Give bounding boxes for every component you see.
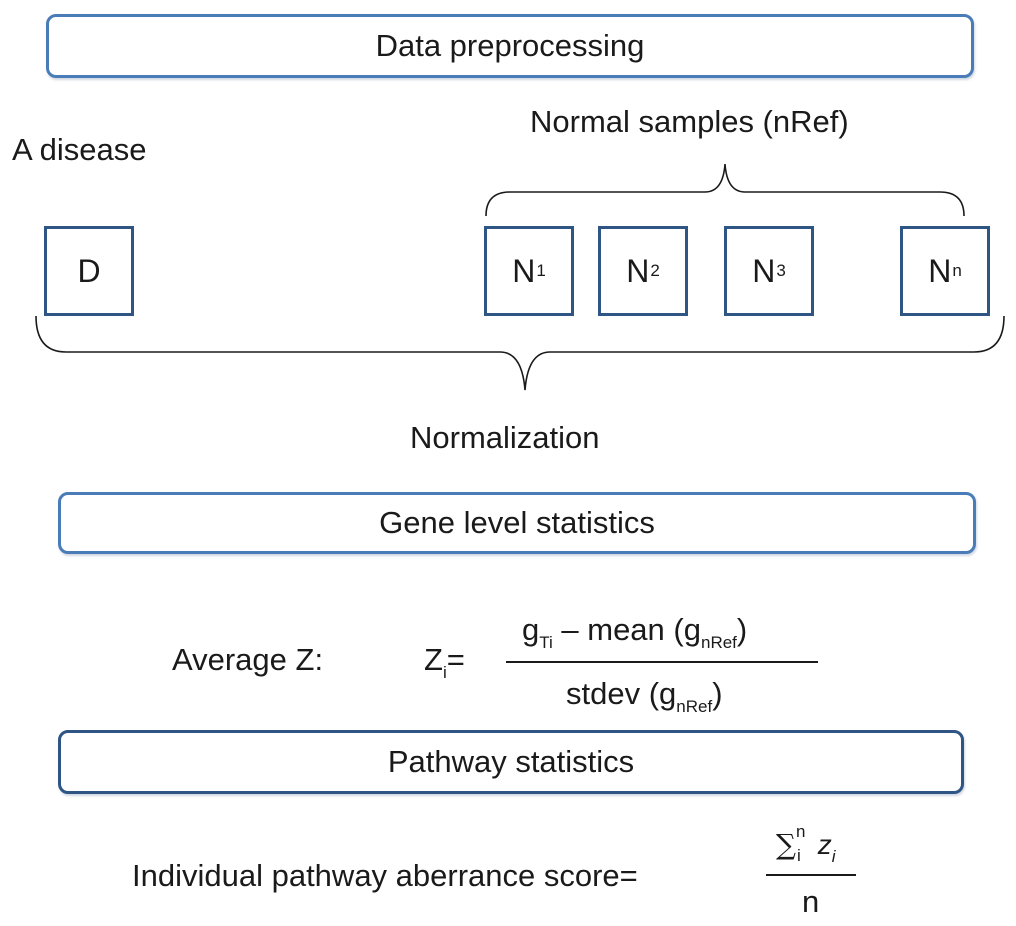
normal-sample-subscript: 2 — [650, 261, 660, 280]
normal-sample-label: N — [752, 252, 776, 289]
normalization-brace — [35, 315, 1005, 391]
normal-sample-label: N — [626, 252, 650, 289]
z-term: z — [817, 829, 832, 860]
normal-sample-subscript: 3 — [776, 261, 786, 280]
sum-symbol: ∑ — [776, 828, 796, 861]
z-subscript: i — [442, 663, 447, 682]
gene-level-statistics-box: Gene level statistics — [58, 492, 976, 554]
z-lhs: Zi= — [424, 642, 465, 683]
disease-group-label: A disease — [12, 132, 147, 167]
pathway-statistics-label: Pathway statistics — [387, 744, 635, 779]
normalization-label: Normalization — [410, 420, 600, 455]
g-subscript: Ti — [539, 633, 553, 652]
average-z-label: Average Z: — [172, 642, 324, 677]
normal-samples-brace — [485, 163, 965, 217]
z-denominator: stdev (gnRef) — [566, 676, 723, 717]
pathway-statistics-box: Pathway statistics — [58, 730, 964, 794]
g-symbol: g — [522, 612, 540, 647]
stdev-term: stdev (g — [566, 676, 677, 711]
normal-sample-label: N — [928, 252, 952, 289]
z-numerator: gTi – mean (gnRef) — [522, 612, 747, 653]
mean-term: – mean (g — [552, 612, 701, 647]
data-preprocessing-box: Data preprocessing — [46, 14, 974, 78]
stdev-close: ) — [712, 676, 723, 711]
pathway-score-label: Individual pathway aberrance score= — [132, 858, 638, 893]
stdev-subscript: nRef — [676, 697, 713, 716]
mean-close: ) — [736, 612, 748, 647]
normal-sample-label: N — [512, 252, 536, 289]
disease-sample-box: D — [44, 226, 134, 316]
sum-lower-limit: i — [797, 846, 801, 865]
pathway-score-fraction-bar — [766, 874, 856, 876]
z-symbol: Z — [424, 642, 443, 677]
z-fraction-bar — [506, 661, 818, 663]
gene-level-statistics-label: Gene level statistics — [379, 505, 655, 540]
sum-upper-limit: n — [796, 822, 806, 841]
normal-samples-label: Normal samples (nRef) — [530, 104, 849, 139]
z-term-subscript: i — [831, 847, 836, 866]
pathway-score-denominator: n — [802, 884, 820, 919]
z-equals: = — [446, 642, 465, 677]
normal-sample-subscript: 1 — [536, 261, 546, 280]
data-preprocessing-label: Data preprocessing — [375, 28, 645, 63]
mean-subscript: nRef — [700, 633, 737, 652]
normal-sample-subscript: n — [952, 261, 962, 280]
disease-sample-label: D — [77, 252, 101, 289]
